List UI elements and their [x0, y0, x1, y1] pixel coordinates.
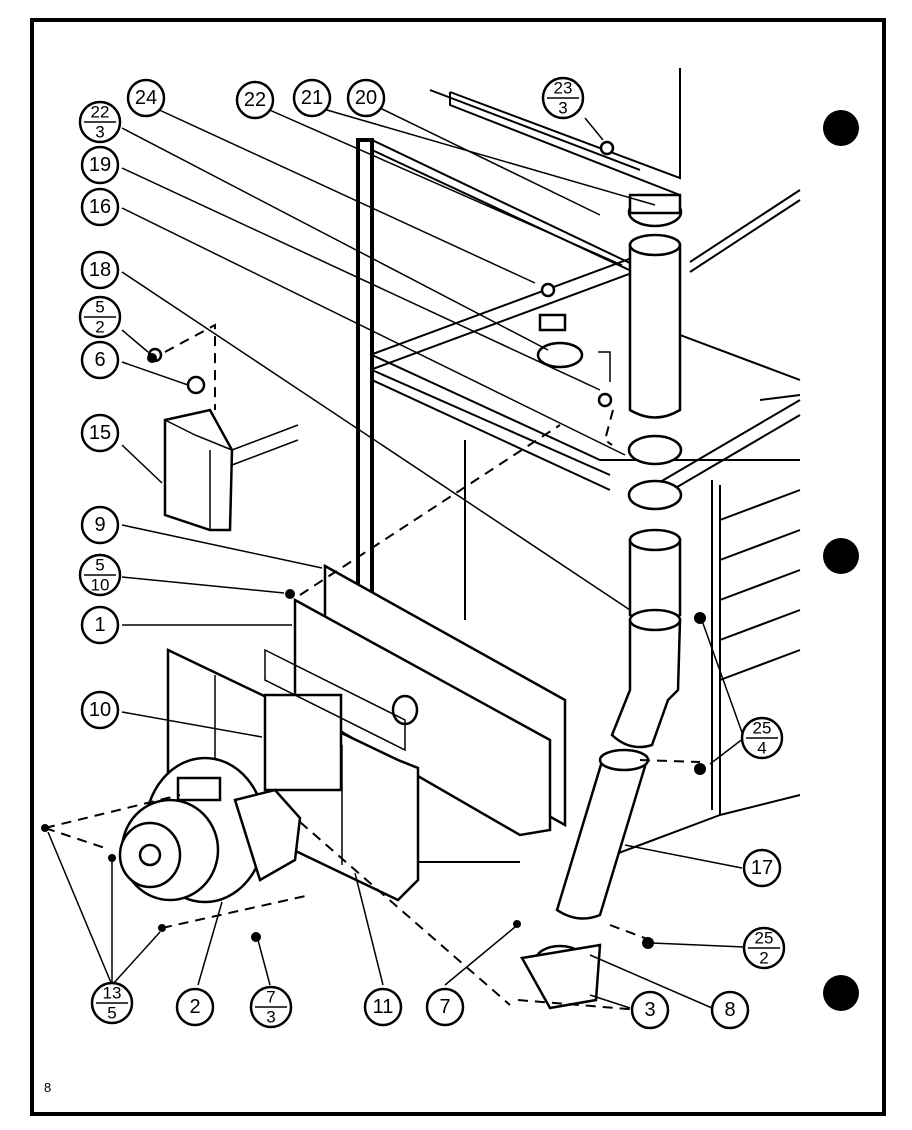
svg-text:23: 23	[554, 79, 573, 98]
svg-text:3: 3	[644, 999, 655, 1021]
callout-20: 20	[346, 78, 386, 118]
svg-text:4: 4	[757, 739, 766, 758]
svg-text:22: 22	[91, 103, 110, 122]
svg-text:21: 21	[301, 87, 323, 109]
svg-text:17: 17	[751, 857, 773, 879]
callout-7: 7	[425, 987, 465, 1027]
callout-6: 6	[80, 340, 120, 380]
svg-text:13: 13	[103, 984, 122, 1003]
bracket-controls	[536, 140, 615, 446]
svg-text:3: 3	[95, 123, 104, 142]
svg-text:1: 1	[94, 614, 105, 636]
binder-hole-top	[823, 110, 859, 146]
callout-9: 9	[80, 505, 120, 545]
callout-15: 15	[80, 413, 120, 453]
callout-1: 1	[80, 605, 120, 645]
callout-13-5: 135	[90, 981, 134, 1025]
binder-hole-bottom	[823, 975, 859, 1011]
callout-3: 3	[630, 990, 670, 1030]
location-lines	[44, 424, 701, 1011]
svg-text:15: 15	[89, 422, 111, 444]
callout-22-3: 223	[78, 100, 122, 144]
callout-5-2: 52	[78, 295, 122, 339]
svg-text:2: 2	[189, 996, 200, 1018]
svg-text:3: 3	[266, 1008, 275, 1027]
svg-text:11: 11	[373, 996, 394, 1018]
svg-text:20: 20	[355, 87, 377, 109]
callout-25-2: 252	[742, 926, 786, 970]
svg-text:19: 19	[89, 154, 111, 176]
svg-text:7: 7	[266, 988, 275, 1007]
callout-10: 10	[80, 690, 120, 730]
callout-5-10: 510	[78, 553, 122, 597]
callout-11: 11	[363, 987, 403, 1027]
svg-text:6: 6	[94, 349, 105, 371]
svg-text:25: 25	[753, 719, 772, 738]
duct-assembly	[520, 193, 683, 1010]
svg-text:5: 5	[95, 298, 104, 317]
svg-text:22: 22	[244, 89, 266, 111]
callout-25-4: 254	[740, 716, 784, 760]
callout-21: 21	[292, 78, 332, 118]
page-number: 8	[44, 1080, 52, 1095]
svg-text:5: 5	[95, 556, 104, 575]
diagram-frame	[30, 18, 886, 1116]
leader-lines	[47, 107, 745, 1009]
svg-text:24: 24	[135, 87, 157, 109]
callout-2: 2	[175, 987, 215, 1027]
callout-24: 24	[126, 78, 166, 118]
callout-8: 8	[710, 990, 750, 1030]
svg-text:10: 10	[91, 576, 110, 595]
callout-23-3: 233	[541, 76, 585, 120]
panels	[166, 563, 567, 902]
callout-7-3: 73	[249, 985, 293, 1029]
blower-assembly	[118, 756, 302, 904]
svg-text:3: 3	[558, 99, 567, 118]
svg-text:18: 18	[89, 259, 111, 281]
svg-text:2: 2	[759, 949, 768, 968]
svg-text:2: 2	[95, 318, 104, 337]
callout-18: 18	[80, 250, 120, 290]
svg-text:25: 25	[755, 929, 774, 948]
svg-text:5: 5	[107, 1004, 116, 1023]
callout-22: 22	[235, 80, 275, 120]
svg-text:9: 9	[94, 514, 105, 536]
callout-17: 17	[742, 848, 782, 888]
svg-text:7: 7	[439, 996, 450, 1018]
callout-19: 19	[80, 145, 120, 185]
part-15-box	[147, 323, 299, 532]
svg-text:16: 16	[89, 196, 111, 218]
cabinet-frame	[356, 68, 801, 863]
fasteners	[41, 353, 706, 949]
callout-16: 16	[80, 187, 120, 227]
svg-text:10: 10	[89, 699, 111, 721]
binder-hole-middle	[823, 538, 859, 574]
svg-text:8: 8	[724, 999, 735, 1021]
